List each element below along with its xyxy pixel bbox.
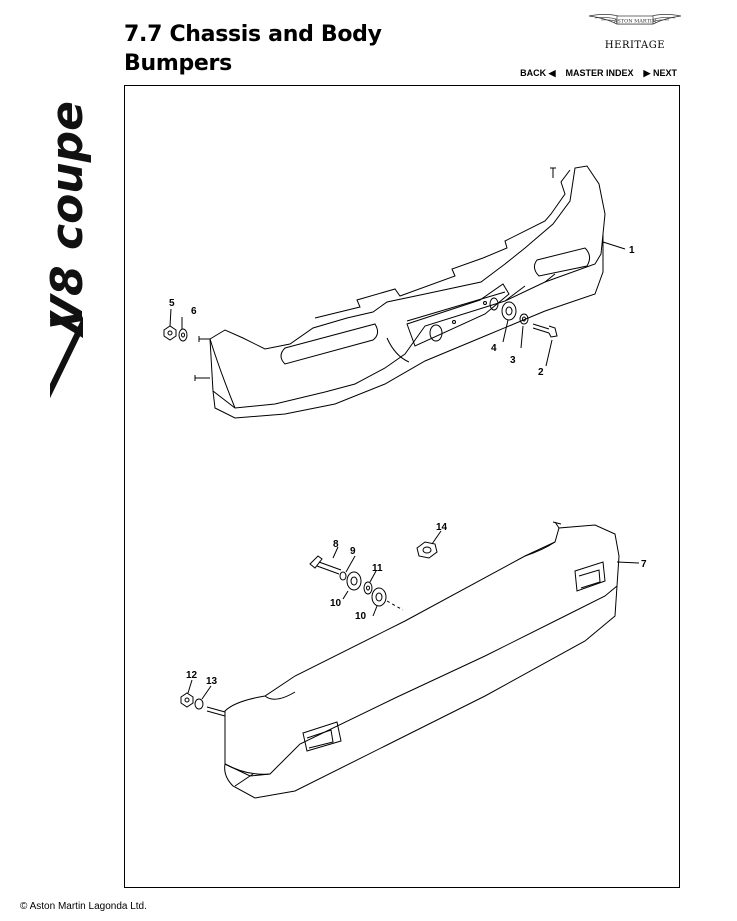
washer-item-13: [194, 698, 204, 710]
callout-3: 3: [510, 355, 516, 366]
callout-2: 2: [538, 367, 544, 378]
bolt-item-2: [532, 323, 558, 338]
callout-13: 13: [206, 676, 218, 687]
callout-11: 11: [372, 563, 383, 574]
page-title: 7.7 Chassis and Body Bumpers: [124, 20, 382, 78]
bolt-item-8: [309, 555, 323, 569]
aston-martin-wings-logo: ASTON MARTIN HERITAGE: [585, 10, 685, 51]
page-subtitle: Bumpers: [124, 51, 232, 76]
nut-item-14: [416, 541, 438, 559]
bumper-exploded-diagram: 1 2 3 4 5 6 7 8 9 10 10 11 12 13 14: [163, 165, 647, 799]
callout-8: 8: [333, 539, 339, 550]
washer-item-9: [339, 571, 347, 581]
master-index-link[interactable]: MASTER INDEX: [565, 68, 634, 78]
rear-bumper: [209, 165, 606, 409]
back-arrow-icon: ◀: [548, 68, 556, 78]
washer-item-6: [178, 328, 188, 342]
callout-1: 1: [629, 245, 635, 256]
heritage-label: HERITAGE: [604, 40, 666, 51]
callout-9: 9: [350, 546, 356, 557]
callout-5: 5: [169, 298, 175, 309]
next-arrow-icon: ▶: [643, 68, 651, 78]
washer-item-11: [363, 581, 373, 595]
front-bumper: [224, 524, 620, 777]
v8-coupe-side-logo: V8 coupe: [0, 0, 120, 430]
washer-item-10a: [346, 571, 362, 591]
callout-4: 4: [491, 343, 497, 354]
washer-item-4: [501, 301, 517, 321]
washer-item-10b: [371, 587, 387, 607]
section-title: Chassis and Body: [169, 22, 382, 47]
section-number: 7.7: [124, 22, 163, 47]
callout-14: 14: [436, 522, 448, 533]
navigation-bar: BACK ◀ MASTER INDEX ▶ NEXT: [520, 68, 677, 79]
back-link[interactable]: BACK ◀: [520, 68, 556, 78]
badge-text: ASTON MARTIN: [613, 19, 657, 25]
callout-10b: 10: [355, 611, 367, 622]
callout-12: 12: [186, 670, 198, 681]
callout-7: 7: [641, 559, 647, 570]
washer-item-3: [519, 313, 529, 325]
nut-item-5: [163, 325, 177, 341]
callout-6: 6: [191, 306, 197, 317]
copyright-footer: © Aston Martin Lagonda Ltd.: [20, 901, 147, 912]
side-logo-text: V8 coupe: [42, 101, 93, 330]
nut-item-12: [180, 692, 194, 708]
next-link[interactable]: ▶ NEXT: [643, 68, 677, 78]
bumper-diagram-frame: 1 2 3 4 5 6 7 8 9 10 10 11 12 13 14: [124, 85, 680, 888]
callout-10a: 10: [330, 598, 342, 609]
